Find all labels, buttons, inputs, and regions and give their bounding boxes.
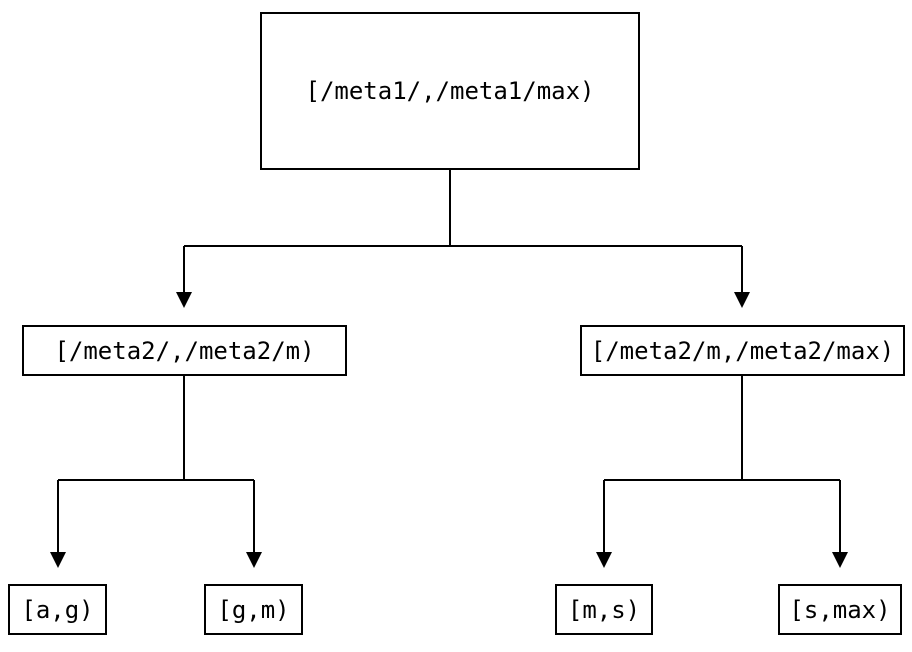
tree-node-leaf-gm: [g,m)	[204, 584, 303, 635]
tree-node-leaf-ms: [m,s)	[555, 584, 653, 635]
arrowhead-down-icon	[246, 552, 262, 568]
tree-node-leaf-ag-label: [a,g)	[21, 595, 94, 624]
arrowhead-down-icon	[50, 552, 66, 568]
tree-node-meta2-high: [/meta2/m,/meta2/max)	[580, 325, 905, 376]
tree-node-leaf-gm-label: [g,m)	[217, 595, 290, 624]
edge-meta2-high-to-leaves	[603, 376, 841, 552]
tree-node-leaf-ag: [a,g)	[8, 584, 107, 635]
tree-node-meta2-low-label: [/meta2/,/meta2/m)	[54, 336, 315, 365]
arrowhead-down-icon	[176, 292, 192, 308]
tree-node-meta2-high-label: [/meta2/m,/meta2/max)	[590, 336, 895, 365]
arrowhead-down-icon	[596, 552, 612, 568]
tree-node-root-label: [/meta1/,/meta1/max)	[305, 77, 595, 105]
arrowhead-down-icon	[832, 552, 848, 568]
edge-root-to-children	[183, 170, 743, 292]
edge-meta2-low-to-leaves	[57, 376, 255, 552]
tree-node-leaf-ms-label: [m,s)	[567, 595, 641, 624]
arrowhead-down-icon	[734, 292, 750, 308]
tree-node-leaf-smax: [s,max)	[778, 584, 902, 635]
tree-node-root: [/meta1/,/meta1/max)	[260, 12, 640, 170]
tree-node-leaf-smax-label: [s,max)	[789, 595, 891, 624]
tree-node-meta2-low: [/meta2/,/meta2/m)	[22, 325, 347, 376]
